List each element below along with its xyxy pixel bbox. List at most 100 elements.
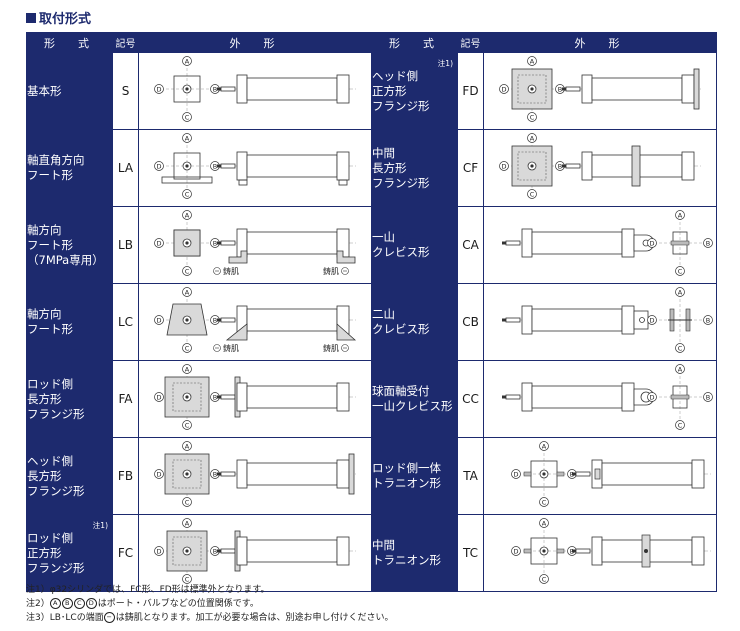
svg-text:C: C (185, 421, 190, 429)
note-reference-mark: 注1) (92, 521, 108, 530)
svg-text:B: B (213, 162, 217, 170)
svg-text:鋳肌: 鋳肌 (323, 266, 339, 276)
port-d-symbol: D (85, 598, 97, 609)
header-form-right: 形 式 (371, 32, 458, 53)
svg-text:D: D (156, 470, 161, 478)
mounting-name-ca: 一山 クレビス形 (371, 206, 458, 284)
svg-text:鋳肌: 鋳肌 (323, 343, 339, 353)
note-reference-mark: 注1) (437, 59, 453, 68)
port-c-symbol: C (73, 598, 85, 609)
svg-text:C: C (185, 498, 190, 506)
svg-text:A: A (185, 442, 190, 450)
svg-text:D: D (156, 162, 161, 170)
note-1: 注1）φ32シリンダでは、FC形、FD形は標準外となります。 (26, 585, 270, 595)
svg-text:C: C (185, 190, 190, 198)
mounting-name-s: 基本形 (26, 52, 113, 130)
mounting-code-ta: TA (457, 437, 484, 515)
svg-text:B: B (706, 393, 710, 401)
header-form-left: 形 式 (26, 32, 113, 53)
mounting-code-fb: FB (112, 437, 139, 515)
title-square-icon (26, 12, 36, 23)
port-b-symbol: B (61, 598, 73, 609)
svg-text:C: C (530, 190, 535, 198)
svg-text:B: B (558, 162, 562, 170)
header-outline-right: 外 形 (483, 32, 717, 53)
svg-text:D: D (156, 547, 161, 555)
mounting-name-fa: ロッド側 長方形 フランジ形 (26, 360, 113, 438)
svg-text:D: D (501, 162, 506, 170)
mounting-code-cb: CB (457, 283, 484, 361)
svg-text:鋳肌: 鋳肌 (223, 343, 239, 353)
outline-cell-fa: A B C D (138, 360, 372, 438)
svg-text:C: C (185, 113, 190, 121)
svg-text:D: D (649, 393, 654, 401)
outline-cell-ca: A B C D (483, 206, 717, 284)
mounting-name-fd: ヘッド側 正方形 フランジ形注1) (371, 52, 458, 130)
svg-text:D: D (649, 239, 654, 247)
mounting-code-fd: FD (457, 52, 484, 130)
svg-text:B: B (213, 393, 217, 401)
mounting-name-ta: ロッド側一体 トラニオン形 (371, 437, 458, 515)
mounting-name-la: 軸直角方向 フート形 (26, 129, 113, 207)
svg-text:A: A (678, 211, 683, 219)
svg-text:A: A (185, 519, 190, 527)
svg-text:D: D (649, 316, 654, 324)
mounting-code-cf: CF (457, 129, 484, 207)
svg-text:D: D (513, 470, 518, 478)
mounting-code-lc: LC (112, 283, 139, 361)
header-code-left: 記号 (112, 32, 139, 53)
svg-text:A: A (530, 57, 535, 65)
svg-text:A: A (185, 211, 190, 219)
svg-text:A: A (542, 519, 547, 527)
mounting-name-lc: 軸方向 フート形 (26, 283, 113, 361)
outline-figure: A B C D (502, 210, 713, 276)
mounting-code-ca: CA (457, 206, 484, 284)
mounting-code-fa: FA (112, 360, 139, 438)
svg-text:D: D (156, 239, 161, 247)
mounting-code-s: S (112, 52, 139, 130)
svg-text:B: B (213, 239, 217, 247)
mounting-code-fc: FC (112, 514, 139, 592)
note-3: 注3）LB･LCの端面−は鋳肌となります。加工が必要な場合は、別途お申し付けくだ… (26, 612, 394, 623)
outline-figure: ABCD鋳肌鋳肌 (154, 287, 357, 353)
svg-text:A: A (678, 288, 683, 296)
section-title: 取付形式 (26, 8, 91, 27)
svg-text:A: A (185, 365, 190, 373)
svg-text:C: C (678, 267, 683, 275)
svg-text:D: D (501, 85, 506, 93)
cast-surface-minus-icon: − (103, 612, 115, 623)
svg-text:B: B (213, 470, 217, 478)
svg-text:D: D (513, 547, 518, 555)
svg-text:D: D (156, 393, 161, 401)
mounting-code-lb: LB (112, 206, 139, 284)
svg-text:B: B (706, 316, 710, 324)
mounting-name-cf: 中間 長方形 フランジ形 (371, 129, 458, 207)
svg-text:B: B (706, 239, 710, 247)
mounting-name-cb: 二山 クレビス形 (371, 283, 458, 361)
svg-text:C: C (678, 344, 683, 352)
outline-figure: A B C D (154, 364, 356, 430)
svg-text:A: A (678, 365, 683, 373)
outline-figure: A B C D (502, 287, 713, 353)
svg-text:C: C (185, 267, 190, 275)
